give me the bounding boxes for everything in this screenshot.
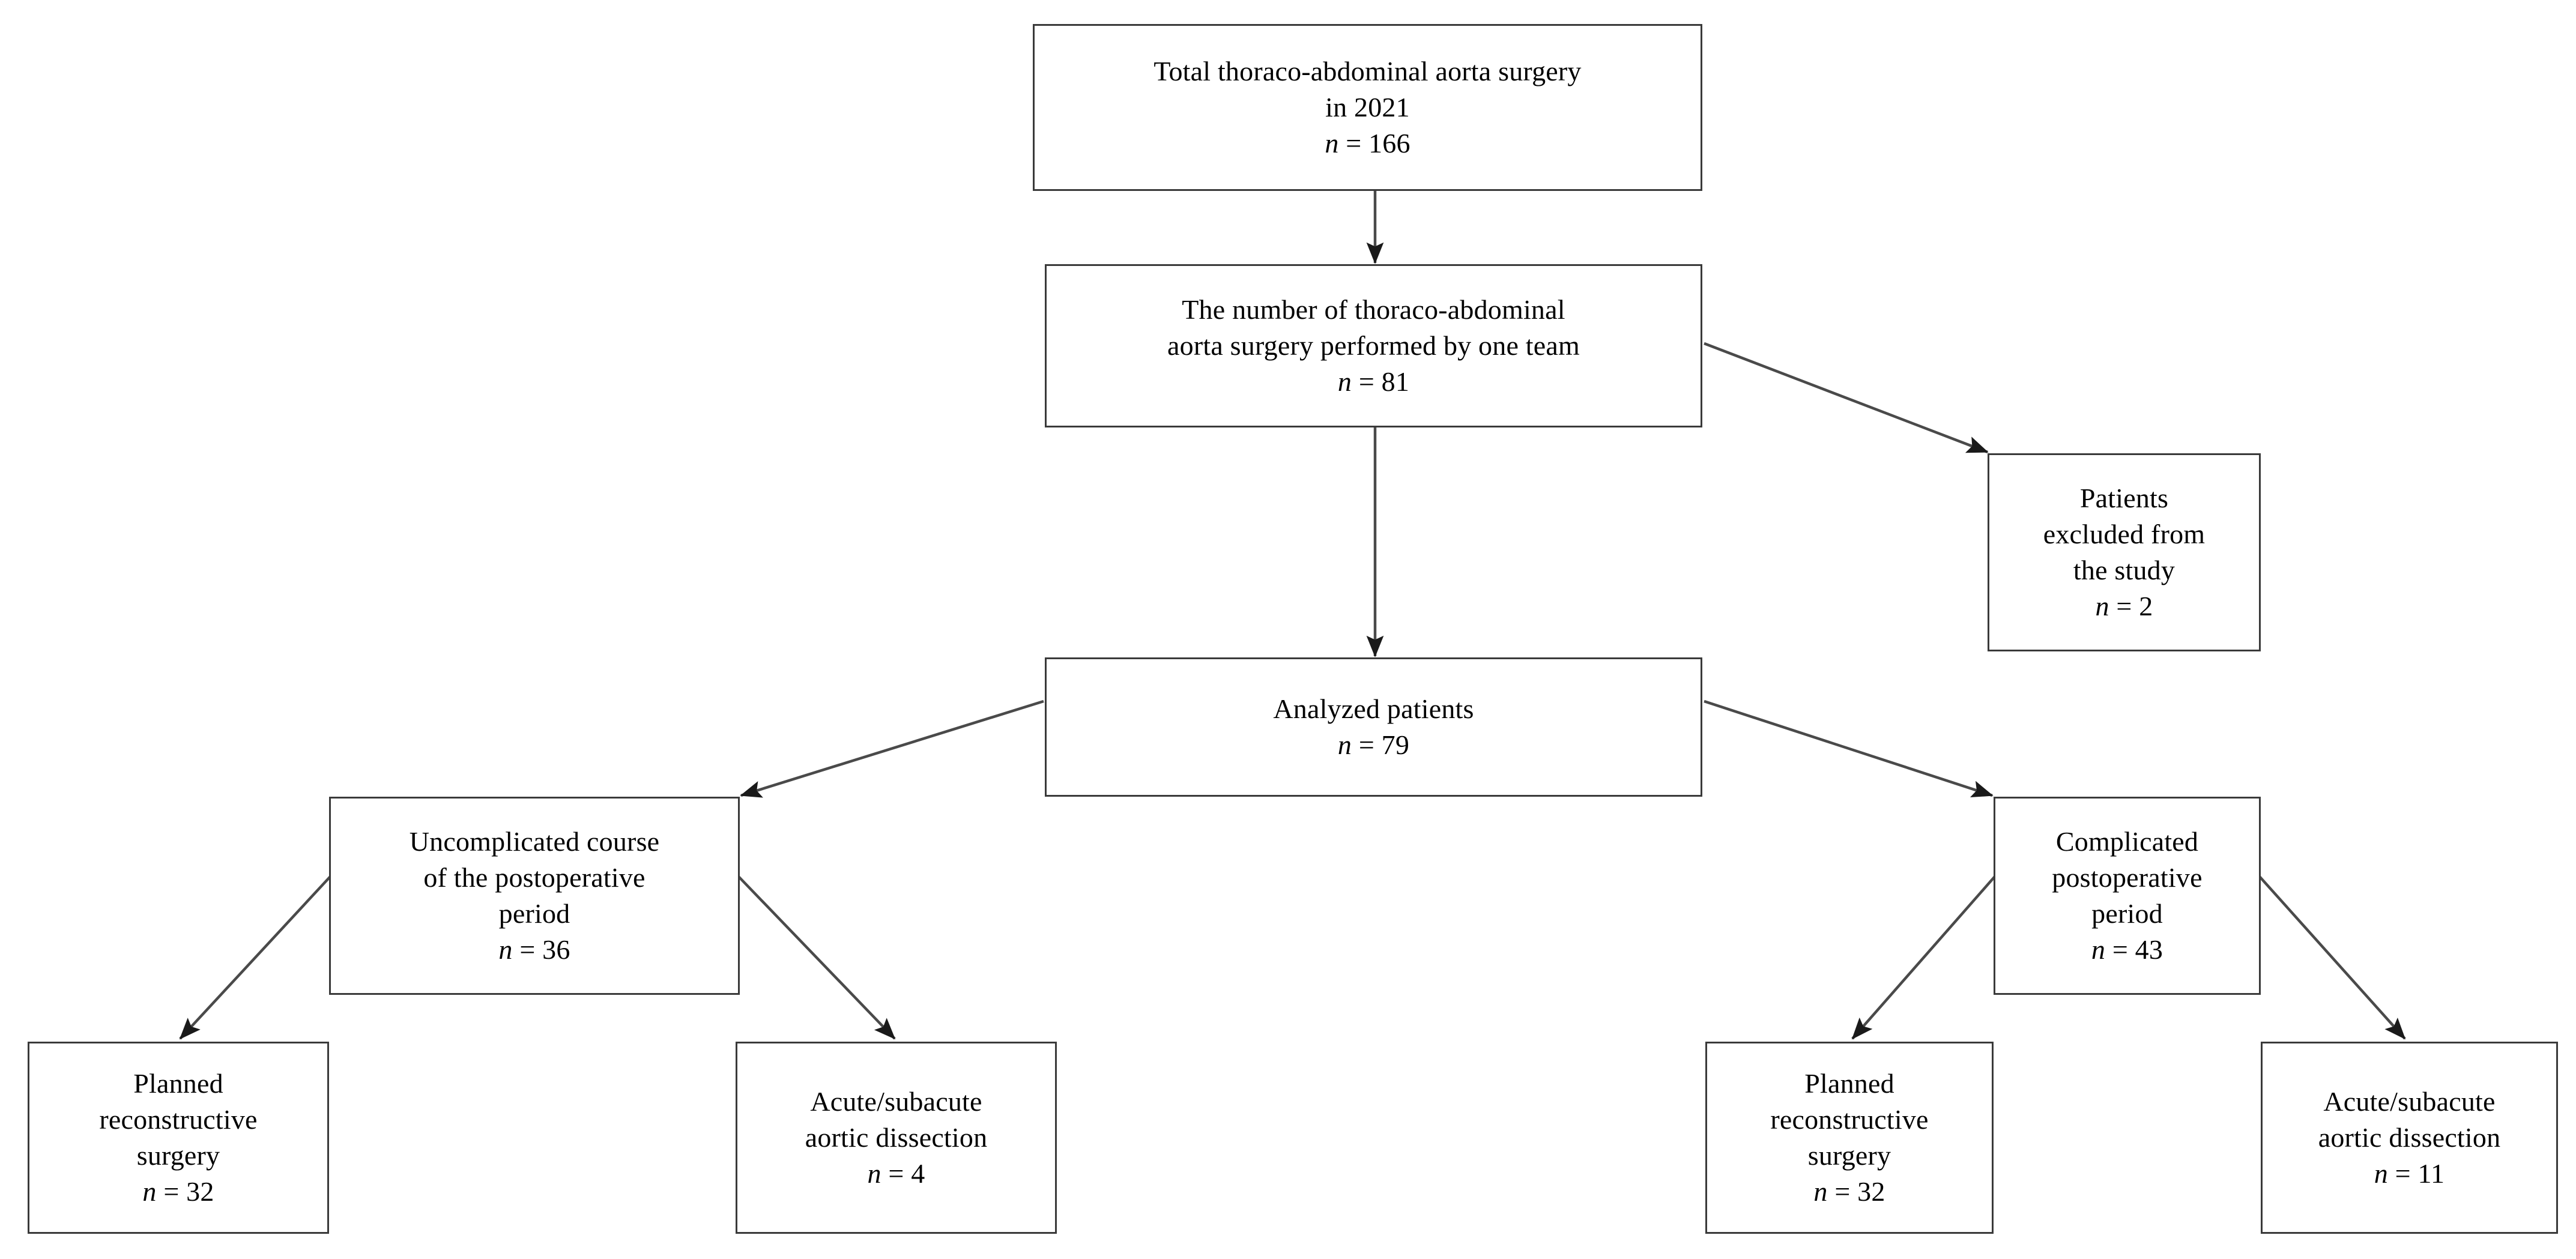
- count-variable: n: [1813, 1176, 1828, 1207]
- count-equals: =: [163, 1176, 180, 1207]
- flow-node-label: Analyzed patients: [1273, 693, 1474, 725]
- flow-node-one-team: The number of thoraco-abdominal aorta sur…: [1045, 264, 1702, 427]
- count-variable: n: [867, 1158, 881, 1189]
- flow-node-label: period: [498, 898, 570, 929]
- count-value: 32: [186, 1176, 214, 1207]
- flow-node-label: reconstructive: [99, 1104, 258, 1135]
- flow-node-label: Uncomplicated course: [409, 826, 660, 857]
- count-variable: n: [142, 1176, 157, 1207]
- count-equals: =: [1358, 729, 1374, 760]
- count-variable: n: [1337, 729, 1352, 760]
- flow-node-total-surgery: Total thoraco-abdominal aorta surgery in …: [1033, 24, 1702, 191]
- flow-node-label: of the postoperative: [423, 862, 646, 893]
- flow-node-count: n = 36: [498, 932, 570, 968]
- flow-node-label: period: [2091, 898, 2163, 929]
- flow-edge-analyzed-to-uncomplicated: [740, 699, 1044, 798]
- flow-node-count: n = 43: [2091, 932, 2163, 968]
- flow-edge-uncomplicated-to-acute: [737, 875, 896, 1040]
- flow-node-label: Total thoraco-abdominal aorta surgery: [1153, 56, 1582, 87]
- count-value: 81: [1381, 366, 1410, 397]
- count-value: 79: [1381, 729, 1410, 760]
- flow-node-count: n = 32: [1813, 1174, 1885, 1210]
- count-variable: n: [2095, 590, 2109, 621]
- flow-node-label: aortic dissection: [2318, 1122, 2501, 1153]
- flow-node-count: n = 32: [142, 1174, 214, 1210]
- flow-node-count: n = 2: [2096, 588, 2153, 624]
- count-equals: =: [1346, 127, 1362, 159]
- flow-node-label: postoperative: [2052, 862, 2203, 893]
- flow-node-label: surgery: [136, 1140, 220, 1171]
- count-value: 32: [1857, 1176, 1885, 1207]
- flow-node-label: Complicated: [2055, 826, 2199, 857]
- flow-edge-oneteam-to-excluded: [1704, 342, 1989, 454]
- count-value: 4: [911, 1158, 925, 1189]
- flow-node-label: Acute/subacute: [2323, 1086, 2496, 1117]
- flow-node-label: excluded from: [2043, 519, 2206, 550]
- flow-node-label: aorta surgery performed by one team: [1167, 330, 1580, 361]
- count-equals: =: [519, 934, 536, 965]
- flow-node-label: in 2021: [1325, 92, 1410, 123]
- count-value: 2: [2139, 590, 2153, 621]
- count-equals: =: [888, 1158, 904, 1189]
- count-equals: =: [2116, 590, 2132, 621]
- flow-edge-analyzed-to-complicated: [1704, 699, 1994, 798]
- flow-node-label: Acute/subacute: [810, 1086, 982, 1117]
- flow-node-label: the study: [2073, 555, 2175, 585]
- flow-node-count: n = 11: [2374, 1156, 2444, 1192]
- count-variable: n: [2091, 934, 2106, 965]
- flow-node-label: Patients: [2079, 483, 2169, 514]
- count-variable: n: [1337, 366, 1352, 397]
- count-equals: =: [2112, 934, 2128, 965]
- count-value: 166: [1368, 127, 1410, 159]
- count-variable: n: [2374, 1158, 2388, 1189]
- count-equals: =: [1358, 366, 1374, 397]
- flow-node-count: n = 79: [1338, 727, 1409, 763]
- flow-node-label: Planned: [1804, 1068, 1894, 1099]
- flow-node-count: n = 166: [1325, 125, 1410, 162]
- flow-edge-uncomplicated-to-planned: [179, 875, 331, 1040]
- count-equals: =: [2395, 1158, 2411, 1189]
- flow-node-label: Planned: [133, 1068, 223, 1099]
- flow-node-count: n = 4: [868, 1156, 925, 1192]
- count-equals: =: [1834, 1176, 1851, 1207]
- flow-node-label: The number of thoraco-abdominal: [1182, 294, 1565, 325]
- count-variable: n: [498, 934, 513, 965]
- flow-edge-complicated-to-planned: [1851, 875, 1996, 1040]
- flow-node-label: surgery: [1807, 1140, 1891, 1171]
- flow-node-label: reconstructive: [1770, 1104, 1929, 1135]
- flow-node-label: aortic dissection: [805, 1122, 988, 1153]
- flow-node-count: n = 81: [1338, 364, 1409, 400]
- flow-edge-complicated-to-acute: [2258, 875, 2406, 1040]
- count-variable: n: [1325, 127, 1339, 159]
- count-value: 11: [2417, 1158, 2445, 1189]
- count-value: 43: [2135, 934, 2163, 965]
- flow-node-uncomplicated: Uncomplicated course of the postoperative…: [329, 797, 740, 995]
- count-value: 36: [542, 934, 570, 965]
